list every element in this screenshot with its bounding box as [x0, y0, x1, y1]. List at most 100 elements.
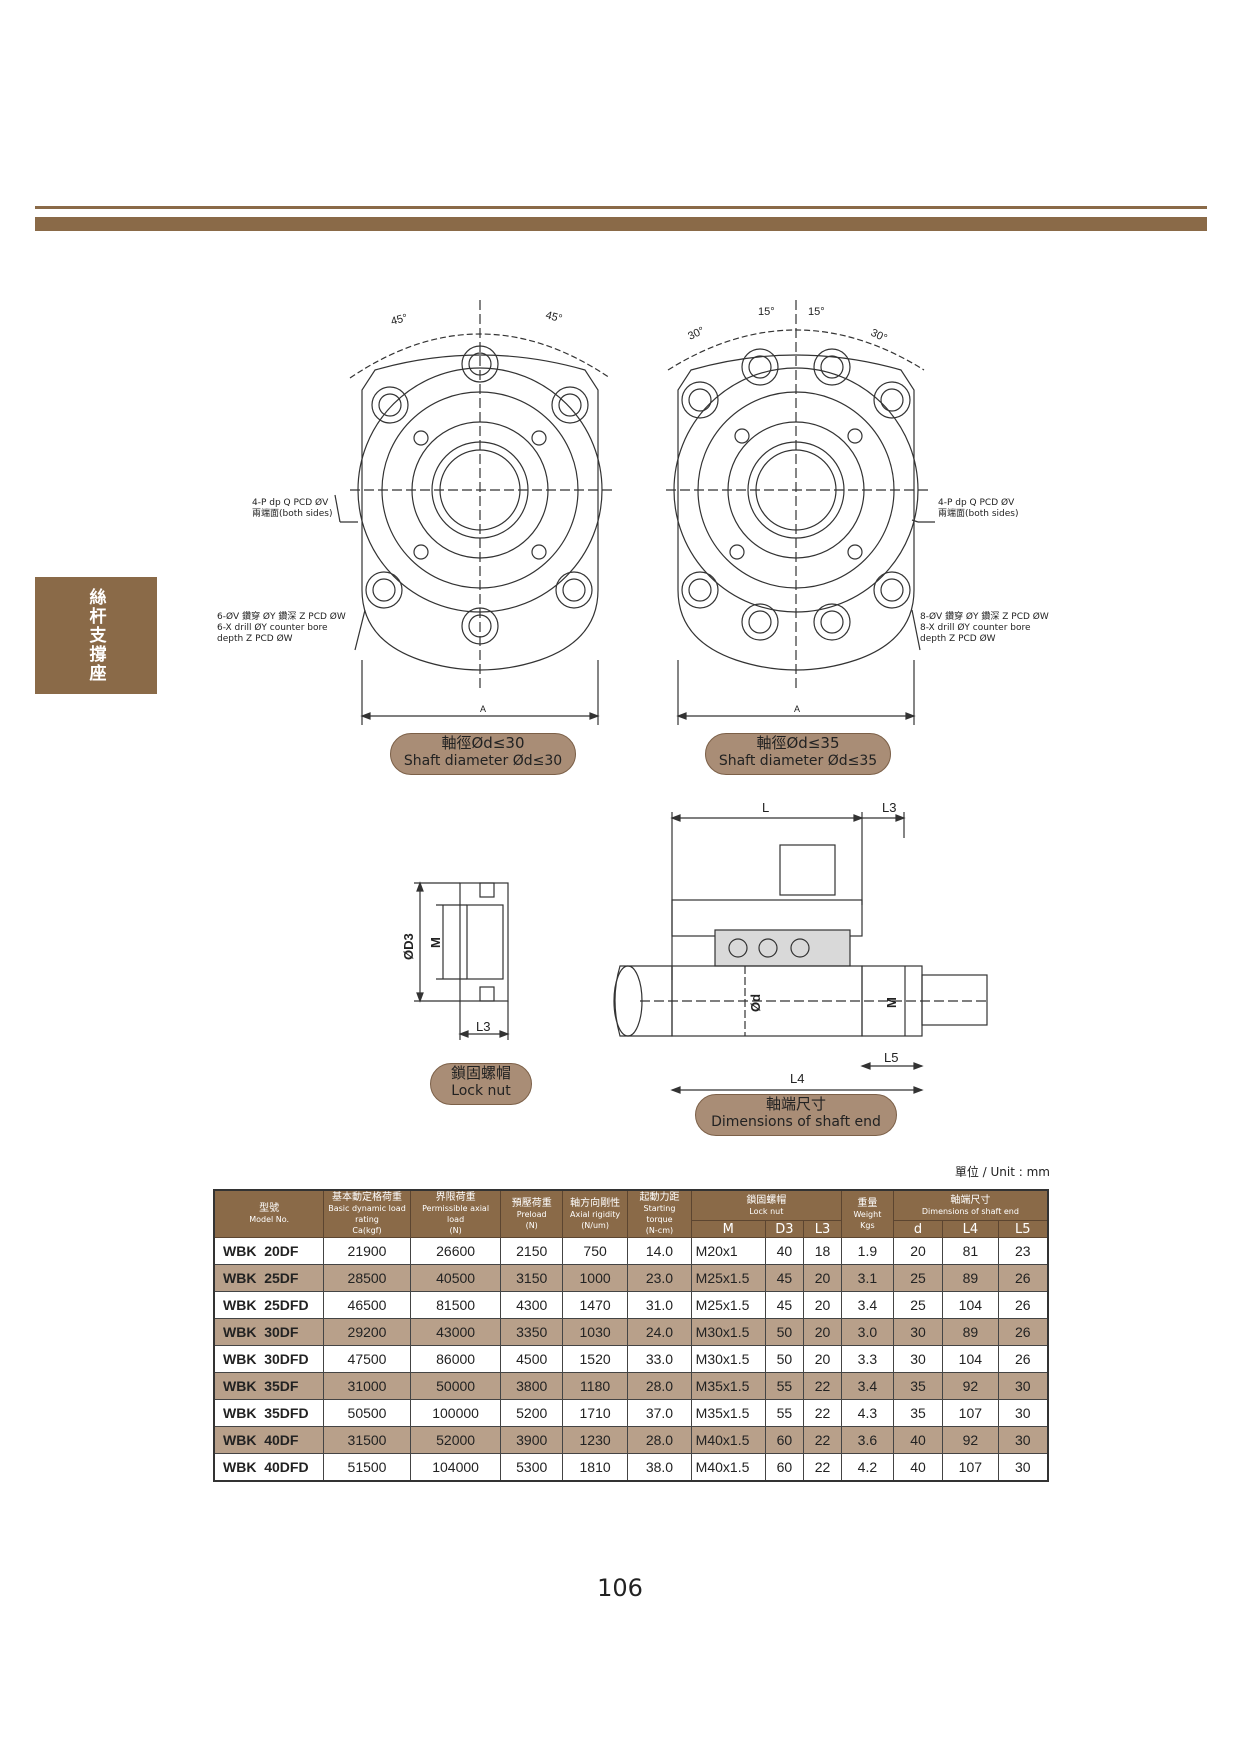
angle-label: 30° [869, 327, 889, 345]
table-cell: 30 [997, 1426, 1049, 1454]
table-cell: 43000 [409, 1318, 502, 1346]
angle-label: 45° [390, 312, 409, 328]
angle-label: 30° [686, 325, 706, 343]
table-cell: 28.0 [627, 1426, 692, 1454]
dimension-label: L4 [790, 1071, 804, 1086]
table-cell: 38.0 [627, 1453, 692, 1482]
table-cell: 3.1 [840, 1264, 894, 1292]
shaft-end-drawing [613, 812, 990, 1094]
flange-35-caption: 軸徑Ød≤35 Shaft diameter Ød≤35 [705, 733, 891, 775]
table-cell: 31.0 [627, 1291, 692, 1319]
angle-label: 15° [808, 306, 825, 318]
table-cell: 50500 [323, 1399, 411, 1427]
table-cell: 2150 [500, 1237, 563, 1265]
table-cell: 55 [764, 1372, 805, 1400]
table-cell: 5200 [500, 1399, 563, 1427]
caption-zh: 鎖固螺帽 [450, 1064, 511, 1082]
table-cell: 35 [892, 1372, 944, 1400]
table-cell: 55 [764, 1399, 805, 1427]
table-cell: 86000 [409, 1345, 502, 1373]
model-cell: WBK 30DF [213, 1318, 325, 1346]
table-cell: 28.0 [627, 1372, 692, 1400]
table-cell: 3150 [500, 1264, 563, 1292]
table-cell: M30x1.5 [690, 1345, 766, 1373]
table-cell: 107 [942, 1399, 999, 1427]
table-cell: 20 [892, 1237, 944, 1265]
table-cell: 4500 [500, 1345, 563, 1373]
table-cell: 26 [997, 1291, 1049, 1319]
header-rule-thick [35, 217, 1207, 231]
table-cell: 18 [803, 1237, 842, 1265]
shaft-end-caption: 軸端尺寸 Dimensions of shaft end [695, 1094, 897, 1136]
table-cell: 26 [997, 1318, 1049, 1346]
table-cell: 1180 [561, 1372, 629, 1400]
table-cell: 20 [803, 1264, 842, 1292]
table-cell: 26 [997, 1264, 1049, 1292]
table-cell: M25x1.5 [690, 1264, 766, 1292]
subheader-l3: L3 [803, 1220, 842, 1238]
flange-30-caption: 軸徑Ød≤30 Shaft diameter Ød≤30 [390, 733, 576, 775]
table-cell: 52000 [409, 1426, 502, 1454]
table-subheader-row: M D3 L3 d L4 L5 [214, 1220, 1049, 1238]
dimension-label: L [762, 800, 769, 815]
model-cell: WBK 30DFD [213, 1345, 325, 1373]
table-cell: 45 [764, 1291, 805, 1319]
table-cell: 40 [892, 1426, 944, 1454]
table-cell: M20x1 [690, 1237, 766, 1265]
table-cell: 50 [764, 1345, 805, 1373]
table-cell: 81 [942, 1237, 999, 1265]
table-cell: 28500 [323, 1264, 411, 1292]
table-cell: 24.0 [627, 1318, 692, 1346]
table-cell: 30 [997, 1453, 1049, 1482]
table-cell: 26 [997, 1345, 1049, 1373]
table-cell: 40 [892, 1453, 944, 1482]
subheader-l4: L4 [942, 1220, 999, 1238]
table-cell: 3800 [500, 1372, 563, 1400]
table-cell: 29200 [323, 1318, 411, 1346]
flange-30-hole-note: 4-P dp Q PCD ØV 兩端面(both sides) [252, 498, 333, 519]
table-cell: 1470 [561, 1291, 629, 1319]
dimension-label: A [480, 704, 486, 714]
table-cell: 37.0 [627, 1399, 692, 1427]
table-cell: 81500 [409, 1291, 502, 1319]
table-cell: 1710 [561, 1399, 629, 1427]
table-cell: 3900 [500, 1426, 563, 1454]
caption-zh: 軸徑Ød≤30 [441, 734, 525, 752]
table-cell: 23.0 [627, 1264, 692, 1292]
dimension-label: L3 [882, 800, 896, 815]
unit-label: 單位 / Unit : mm [954, 1165, 1050, 1179]
flange-35-bore-note: 8-ØV 鑽穿 ØY 鑽深 Z PCD ØW 8-X drill ØY coun… [920, 612, 1049, 644]
table-cell: M35x1.5 [690, 1372, 766, 1400]
caption-en: Lock nut [451, 1083, 511, 1099]
table-cell: 25 [892, 1291, 944, 1319]
table-cell: 20 [803, 1291, 842, 1319]
angle-label: 15° [758, 306, 775, 318]
section-tab: 絲杆支撐座 [35, 577, 157, 694]
table-cell: 22 [803, 1453, 842, 1482]
table-cell: 60 [764, 1453, 805, 1482]
table-cell: M30x1.5 [690, 1318, 766, 1346]
caption-en: Shaft diameter Ød≤30 [403, 753, 563, 769]
table-cell: 26600 [409, 1237, 502, 1265]
table-cell: 3350 [500, 1318, 563, 1346]
table-cell: 1810 [561, 1453, 629, 1482]
table-cell: 50000 [409, 1372, 502, 1400]
table-cell: 22 [803, 1372, 842, 1400]
model-cell: WBK 35DFD [213, 1399, 325, 1427]
table-cell: 3.0 [840, 1318, 894, 1346]
table-cell: 5300 [500, 1453, 563, 1482]
table-cell: 89 [942, 1264, 999, 1292]
table-cell: 100000 [409, 1399, 502, 1427]
table-cell: 51500 [323, 1453, 411, 1482]
